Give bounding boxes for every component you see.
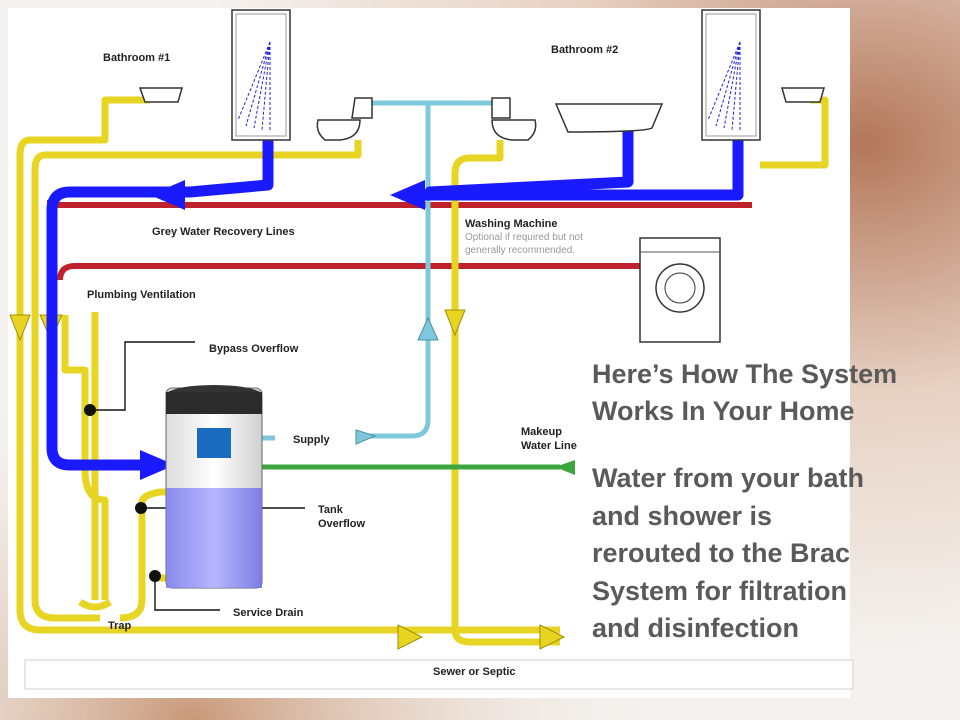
label-sewer: Sewer or Septic <box>433 666 516 678</box>
washing-note-line-1: Optional if required but not <box>465 232 583 243</box>
body-line-3: rerouted to the Brac <box>592 538 851 568</box>
body-line-1: Water from your bath <box>592 463 865 493</box>
heading-line-1: Here’s How The System <box>592 359 898 389</box>
shower-1 <box>231 9 291 141</box>
toilet-1 <box>351 97 373 119</box>
label-plumbing-ventilation: Plumbing Ventilation <box>87 289 196 301</box>
label-supply: Supply <box>293 434 330 446</box>
label-bathroom-2: Bathroom #2 <box>551 44 619 56</box>
label-grey-water: Grey Water Recovery Lines <box>152 226 295 238</box>
washing-note-line-2: generally recommended. <box>465 245 576 256</box>
toilet-2 <box>491 97 511 119</box>
brac-tank <box>165 385 263 589</box>
body-line-2: and shower is <box>592 500 773 531</box>
label-makeup-2: Water Line <box>521 440 577 452</box>
label-washing-machine: Washing Machine <box>465 218 558 230</box>
slide-heading: Here’s How The System Works In Your Home <box>592 356 958 430</box>
supply-line <box>262 100 500 441</box>
label-trap: Trap <box>108 620 132 632</box>
heading-line-2: Works In Your Home <box>592 396 855 426</box>
washing-machine <box>639 237 721 343</box>
sink-1 <box>138 87 183 103</box>
drain-lines <box>16 96 829 646</box>
label-makeup-1: Makeup <box>521 426 562 438</box>
bathtub <box>554 103 664 133</box>
label-tank-overflow-1: Tank <box>318 504 343 516</box>
sink-2 <box>781 87 825 103</box>
label-bathroom-1: Bathroom #1 <box>103 52 171 64</box>
body-line-4: System for filtration <box>592 575 848 606</box>
sewer-bar <box>24 659 854 690</box>
label-bypass-overflow: Bypass Overflow <box>209 343 299 355</box>
shower-2 <box>701 9 761 141</box>
label-service-drain: Service Drain <box>233 607 304 619</box>
body-line-5: and disinfection <box>592 613 800 643</box>
grey-water-lines <box>46 122 744 471</box>
slide-body: Water from your bath and shower is rerou… <box>592 460 958 648</box>
label-tank-overflow-2: Overflow <box>318 518 366 530</box>
